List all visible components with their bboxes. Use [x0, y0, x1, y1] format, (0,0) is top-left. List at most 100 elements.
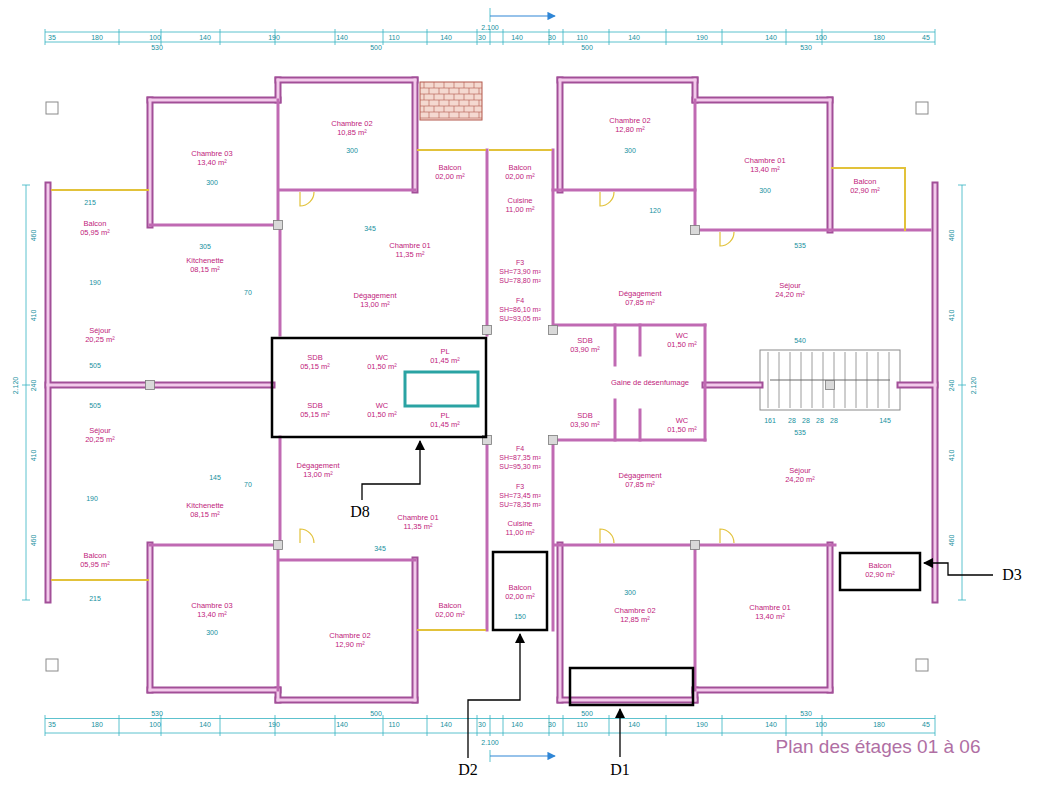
exterior-wall-fill — [150, 99, 278, 102]
dimension: 215 — [89, 595, 101, 602]
room-area: 13,40 m² — [191, 610, 232, 619]
exterior-wall-fill — [705, 384, 760, 387]
room-area: 03,90 m² — [570, 345, 600, 354]
dimension-tick — [490, 715, 491, 736]
hatch-line — [474, 82, 475, 88]
apartment-area: SU=78,35 m² — [499, 501, 540, 508]
dimension-tick — [786, 29, 787, 45]
hatch-line — [424, 82, 425, 88]
column — [549, 436, 558, 445]
apartment-area: F4 — [516, 297, 524, 304]
exterior-wall-fill — [934, 185, 937, 600]
room-label: Balcon05,95 m² — [79, 219, 111, 237]
column — [691, 541, 700, 550]
duct-box — [405, 372, 478, 406]
room-name: Balcon — [865, 561, 895, 570]
room-label: WC01,50 m² — [666, 416, 698, 434]
room-label: WC01,50 m² — [666, 331, 698, 349]
exterior-wall — [560, 697, 695, 704]
exterior-wall — [900, 382, 935, 389]
room-label: WC01,50 m² — [366, 353, 398, 371]
dimension: 140 — [511, 34, 523, 41]
dimension-tick — [490, 29, 491, 45]
exterior-wall-fill — [278, 699, 415, 702]
room-label: Chambre 0313,40 m² — [190, 601, 233, 619]
dimension-tick — [477, 715, 478, 736]
door-swing — [720, 529, 734, 543]
hatch-line — [464, 82, 465, 88]
dimension-tick — [609, 29, 610, 45]
room-label: Chambre 0313,40 m² — [190, 149, 233, 167]
dimension-tick — [22, 600, 30, 601]
room-name: Balcon — [850, 177, 880, 186]
room-name: Chambre 02 — [614, 606, 655, 615]
exterior-wall-fill — [277, 80, 280, 100]
exterior-wall — [45, 185, 52, 600]
room-name: Balcon — [505, 583, 535, 592]
dimension: 410 — [949, 449, 956, 461]
callout-label: D3 — [1002, 567, 1022, 583]
room-area: 24,20 m² — [785, 475, 815, 484]
room-name: Séjour — [785, 466, 815, 475]
interior-wall — [280, 559, 415, 562]
dimension: 140 — [440, 34, 452, 41]
exterior-wall — [147, 545, 154, 690]
room-label: SDB05,15 m² — [299, 353, 331, 371]
dimension: 2.100 — [481, 739, 499, 746]
callout-box — [493, 552, 547, 630]
exterior-wall-fill — [900, 384, 935, 387]
column — [826, 381, 835, 390]
apartment-area: F4 — [516, 445, 524, 452]
dimension: 305 — [199, 243, 211, 250]
room-label: Dégagement07,85 m² — [618, 289, 663, 307]
callout-label: D8 — [350, 504, 370, 520]
room-name: PL — [430, 347, 460, 356]
dimension: 240 — [949, 379, 956, 391]
hatch-line — [434, 94, 435, 100]
room-label: Chambre 0113,40 m² — [748, 603, 791, 621]
room-area: 07,85 m² — [619, 298, 662, 307]
exterior-wall-fill — [829, 545, 832, 690]
dimension-tick — [427, 29, 428, 45]
room-name: Dégagement — [354, 291, 397, 300]
dimension: 460 — [949, 229, 956, 241]
room-area: 11,35 m² — [389, 250, 430, 259]
dimension: 530 — [151, 44, 163, 51]
room-name: WC — [367, 353, 397, 362]
apartment-area: SH=87,35 m² — [499, 454, 540, 461]
dimension: 180 — [873, 721, 885, 728]
interior-wall — [614, 400, 617, 440]
corner-post — [916, 102, 928, 114]
hatch-line — [434, 106, 435, 112]
room-label: Balcon02,90 m² — [864, 561, 896, 579]
exterior-wall-fill — [149, 545, 152, 690]
hatch-line — [449, 112, 450, 118]
dimension-tick — [722, 29, 723, 45]
room-label: Gaine de désenfumage — [610, 378, 690, 387]
hatch-line — [444, 106, 445, 112]
hatch-area — [420, 82, 482, 120]
interior-wall — [279, 437, 282, 545]
balcony-rail — [904, 168, 906, 230]
dimension: 30 — [478, 721, 486, 728]
dimension: 300 — [206, 629, 218, 636]
dimension: 70 — [244, 481, 252, 488]
apartment-area: SH=86,10 m² — [499, 306, 540, 313]
room-name: Dégagement — [619, 471, 662, 480]
room-label: Balcon02,00 m² — [504, 583, 536, 601]
dimension-line — [962, 185, 963, 600]
room-name: Balcon — [435, 601, 465, 610]
dimension-tick — [45, 29, 46, 45]
exterior-wall-fill — [150, 689, 278, 692]
room-area: 11,00 m² — [505, 205, 534, 214]
dimension-tick — [477, 29, 478, 45]
room-name: Chambre 01 — [749, 603, 790, 612]
dimension: 540 — [794, 337, 806, 344]
dimension: 240 — [31, 379, 38, 391]
interior-wall — [277, 545, 280, 690]
column — [549, 326, 558, 335]
room-area: 01,45 m² — [430, 356, 460, 365]
room-area: 11,35 m² — [397, 522, 438, 531]
